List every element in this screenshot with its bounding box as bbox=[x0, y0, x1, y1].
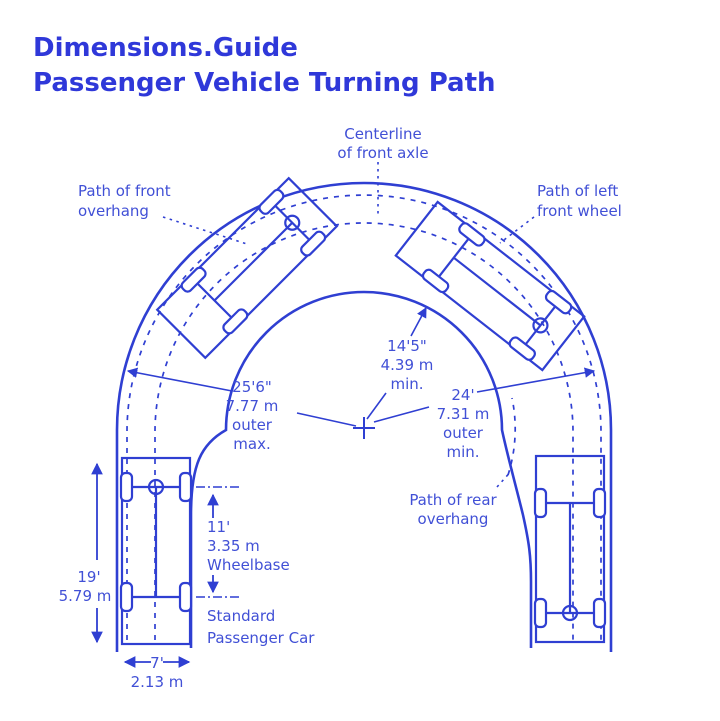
centerline-label-line1: Centerline bbox=[344, 125, 422, 143]
front-overhang-label-leader bbox=[162, 216, 248, 245]
svg-text:7': 7' bbox=[150, 654, 164, 672]
centerline-label-line2: of front axle bbox=[337, 144, 428, 162]
car-length-dimension-text: 19' 5.79 m bbox=[59, 568, 112, 605]
svg-text:14'5": 14'5" bbox=[387, 337, 427, 355]
inner-min-dimension-text: 14'5" 4.39 m min. bbox=[381, 337, 434, 393]
turn-center-mark bbox=[353, 417, 375, 439]
outer-max-arrow bbox=[126, 367, 233, 392]
outer-max-leader bbox=[296, 412, 357, 427]
svg-text:5.79 m: 5.79 m bbox=[59, 587, 112, 605]
svg-text:Wheelbase: Wheelbase bbox=[207, 556, 290, 574]
outer-max-dimension-text: 25'6" 7.77 m outer max. bbox=[226, 378, 279, 453]
front-overhang-label-line1: Path of front bbox=[78, 182, 171, 200]
outer-min-arrow bbox=[476, 367, 596, 393]
svg-text:max.: max. bbox=[233, 435, 270, 453]
svg-text:24': 24' bbox=[451, 386, 474, 404]
inner-envelope-path bbox=[189, 290, 533, 648]
wheelbase-dimension-text: 11' 3.35 m Wheelbase bbox=[207, 518, 290, 574]
outer-min-dimension-text: 24' 7.31 m outer min. bbox=[437, 386, 490, 461]
left-front-wheel-label-leader bbox=[499, 216, 535, 244]
centerline-front-axle-dashed bbox=[154, 222, 574, 640]
car-width-dimension-text: 7' 2.13 m bbox=[131, 654, 184, 691]
svg-text:min.: min. bbox=[446, 443, 479, 461]
svg-text:7.31 m: 7.31 m bbox=[437, 405, 490, 423]
front-overhang-label-line2: overhang bbox=[78, 202, 149, 220]
left-front-wheel-label-line2: front wheel bbox=[537, 202, 622, 220]
page-title: Passenger Vehicle Turning Path bbox=[33, 68, 496, 98]
inner-min-arrow bbox=[410, 306, 427, 337]
left-front-wheel-label-line1: Path of left bbox=[537, 182, 618, 200]
vehicle-type-label-line2: Passenger Car bbox=[207, 629, 315, 647]
outer-min-leader bbox=[373, 406, 430, 423]
vehicle-type-label-line1: Standard bbox=[207, 607, 275, 625]
svg-text:2.13 m: 2.13 m bbox=[131, 673, 184, 691]
svg-text:outer: outer bbox=[232, 416, 273, 434]
rear-overhang-label-line2: overhang bbox=[418, 510, 489, 528]
svg-text:outer: outer bbox=[443, 424, 484, 442]
svg-text:7.77 m: 7.77 m bbox=[226, 397, 279, 415]
svg-text:3.35 m: 3.35 m bbox=[207, 537, 260, 555]
svg-text:min.: min. bbox=[390, 375, 423, 393]
wheelbase-dimension bbox=[196, 486, 240, 598]
svg-text:19': 19' bbox=[77, 568, 100, 586]
svg-text:11': 11' bbox=[207, 518, 230, 536]
svg-text:4.39 m: 4.39 m bbox=[381, 356, 434, 374]
svg-text:25'6": 25'6" bbox=[232, 378, 272, 396]
outer-envelope-path bbox=[115, 181, 613, 652]
inner-min-leader bbox=[366, 392, 387, 420]
rear-overhang-label-line1: Path of rear bbox=[409, 491, 497, 509]
brand-title: Dimensions.Guide bbox=[33, 33, 298, 63]
